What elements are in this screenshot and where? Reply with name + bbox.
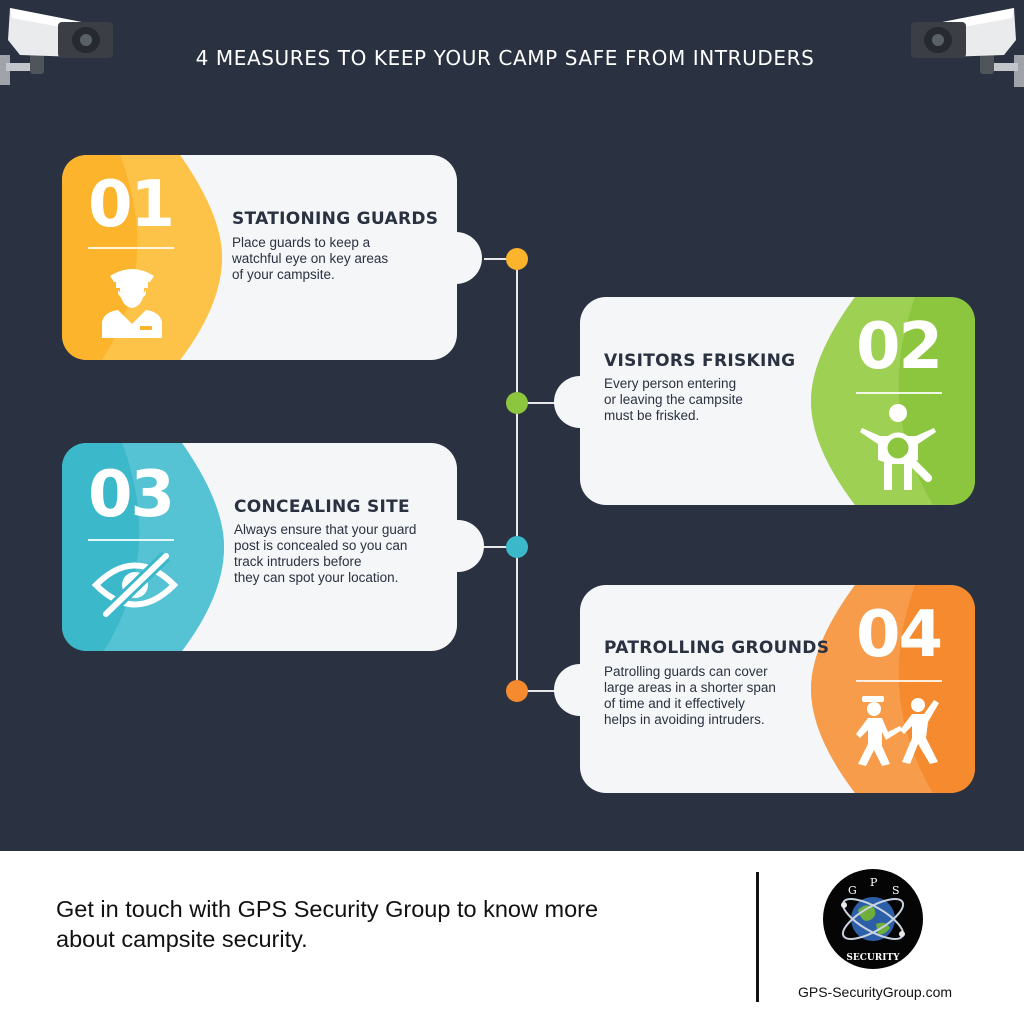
- footer-divider: [756, 872, 759, 1002]
- measure-number: 02: [856, 310, 943, 384]
- card-color-panel: [805, 585, 975, 793]
- timeline-connector: [516, 258, 518, 690]
- guard-icon: [102, 269, 162, 338]
- timeline-dot-orange: [506, 680, 528, 702]
- number-underline: [856, 680, 942, 682]
- measure-number: 04: [856, 598, 943, 672]
- security-camera-icon: [0, 8, 113, 85]
- connector-branch: [516, 690, 566, 692]
- card-color-panel: [62, 155, 230, 360]
- measure-description: Patrolling guards can cover large areas …: [604, 664, 776, 727]
- page-title: 4 MEASURES TO KEEP YOUR CAMP SAFE FROM I…: [195, 46, 815, 70]
- logo-word: SECURITY: [846, 953, 900, 963]
- gps-security-globe-logo: G P S SECURITY: [823, 869, 923, 969]
- connector-branch: [516, 402, 566, 404]
- measure-heading: PATROLLING GROUNDS: [604, 638, 830, 658]
- measure-description: Every person entering or leaving the cam…: [604, 376, 743, 423]
- measure-heading: VISITORS FRISKING: [604, 351, 796, 371]
- logo-letter-s: S: [892, 884, 900, 897]
- infographic-panel: 4 MEASURES TO KEEP YOUR CAMP SAFE FROM I…: [0, 0, 1024, 851]
- chase-icon: [856, 696, 939, 766]
- connector-branch: [484, 258, 518, 260]
- timeline-dot-green: [506, 392, 528, 414]
- footer-message: Get in touch with GPS Security Group to …: [56, 896, 599, 952]
- timeline-dot-yellow: [506, 248, 528, 270]
- number-underline: [88, 247, 174, 249]
- timeline-dot-blue: [506, 536, 528, 558]
- logo-letter-g: G: [848, 884, 857, 897]
- logo-letter-p: P: [870, 876, 878, 889]
- measure-heading: CONCEALING SITE: [234, 497, 410, 517]
- frisk-search-icon: [860, 404, 936, 490]
- card-color-panel: [62, 443, 232, 651]
- measure-description: Always ensure that your guard post is co…: [234, 522, 417, 585]
- measure-number: 03: [88, 458, 175, 532]
- measure-number: 01: [88, 168, 175, 242]
- measure-heading: STATIONING GUARDS: [232, 209, 439, 229]
- connector-branch: [480, 546, 518, 548]
- number-underline: [856, 392, 942, 394]
- eye-hidden-icon: [92, 552, 178, 618]
- website-link[interactable]: GPS-SecurityGroup.com: [797, 984, 953, 1000]
- number-underline: [88, 539, 174, 541]
- security-camera-icon: [911, 8, 1024, 87]
- measure-description: Place guards to keep a watchful eye on k…: [232, 235, 389, 282]
